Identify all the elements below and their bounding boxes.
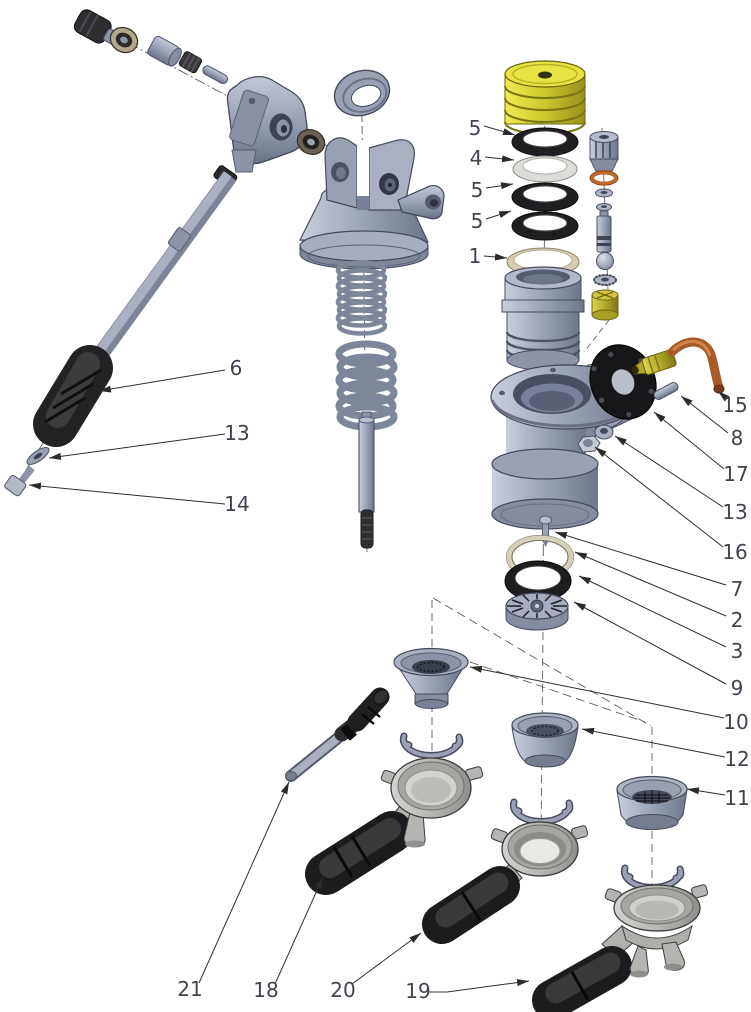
callout-19: 19 [405, 979, 430, 1003]
piston-rod [358, 411, 375, 549]
portafilter-bottomless [422, 821, 589, 944]
callout-1: 1 [469, 244, 482, 268]
lever-arm-assembly [4, 9, 308, 497]
double-dose-filter-basket [511, 712, 579, 768]
main-spring-lower [335, 340, 398, 431]
portafilter-single-spout [305, 757, 484, 895]
spacer-bushing [147, 35, 182, 67]
piston-disc-stack [504, 60, 586, 135]
callout-9: 9 [731, 676, 744, 700]
knurled-nut [178, 51, 203, 74]
portafilter-handle-grip-1 [305, 811, 413, 895]
piston-stack [501, 60, 586, 371]
callout-7: 7 [731, 577, 744, 601]
leader-lines [28, 125, 730, 993]
piston-seal-ring-middle [511, 182, 579, 212]
body-flange [490, 364, 642, 430]
valve-cage [591, 289, 619, 321]
clevis-pin [202, 65, 229, 85]
body-port-plug [577, 435, 601, 453]
valve-washer-2 [596, 203, 612, 211]
cap-bearing [296, 129, 326, 155]
callout-11: 11 [724, 786, 749, 810]
main-spring-upper [335, 260, 388, 336]
cylinder-sleeve [501, 266, 585, 371]
valve-seat-washer [593, 274, 617, 286]
valve-ball [596, 252, 614, 270]
lever-head [213, 75, 308, 188]
lever-eye-ring [333, 69, 391, 117]
callout-20: 20 [330, 978, 355, 1002]
callout-13-left: 13 [224, 421, 249, 445]
washer-at-body-port [594, 424, 614, 440]
retaining-clip-1 [399, 732, 464, 759]
inlet-fitting [631, 349, 677, 375]
bearing [109, 26, 139, 54]
callout-5c: 5 [471, 209, 484, 233]
valve-o-ring [589, 170, 619, 186]
body-drum [491, 448, 599, 530]
callout-21: 21 [177, 977, 202, 1001]
callout-10: 10 [723, 710, 748, 734]
lever-shaft [88, 171, 237, 367]
callout-2: 2 [731, 608, 744, 632]
callout-8: 8 [731, 426, 744, 450]
callout-6: 6 [230, 356, 243, 380]
valve-stem [596, 210, 612, 253]
callout-18: 18 [253, 978, 278, 1002]
callout-14: 14 [224, 492, 249, 516]
callout-5b: 5 [471, 178, 484, 202]
callout-12: 12 [724, 747, 749, 771]
shower-screen-screw [539, 515, 552, 547]
single-dose-filter-basket [393, 647, 469, 709]
callout-13-right: 13 [722, 500, 747, 524]
piston-seal-ring-top [511, 127, 579, 157]
shower-screen [505, 592, 569, 631]
locating-pin [653, 382, 679, 400]
copper-inlet-tube [667, 337, 725, 394]
group-cleaning-brush [285, 687, 390, 782]
washer-lever-end [26, 446, 50, 466]
callout-labels: 5 4 5 5 1 6 13 14 15 8 17 13 16 7 2 3 9 … [177, 116, 749, 1003]
callout-5a: 5 [469, 116, 482, 140]
side-plug-screw [397, 185, 445, 220]
valve-washer-1 [595, 188, 613, 198]
valve-cap-nut [589, 131, 619, 172]
callout-16: 16 [722, 540, 747, 564]
portafilter-handle-grip-3 [532, 946, 632, 1012]
group-cap-assembly [296, 69, 445, 549]
callout-3: 3 [731, 639, 744, 663]
lever-hand-grip [33, 345, 113, 447]
portafilter-double-spout [532, 884, 709, 1012]
lever-end-screw [4, 465, 35, 497]
expansion-valve-assembly [589, 131, 619, 321]
callout-15: 15 [722, 393, 747, 417]
piston-spacer-ring [512, 155, 578, 183]
blind-filter-basket [616, 775, 688, 830]
portafilter-handle-grip-2 [422, 866, 520, 944]
callout-17: 17 [723, 462, 748, 486]
piston-seal-ring-bottom [511, 211, 579, 241]
callout-4: 4 [470, 146, 483, 170]
